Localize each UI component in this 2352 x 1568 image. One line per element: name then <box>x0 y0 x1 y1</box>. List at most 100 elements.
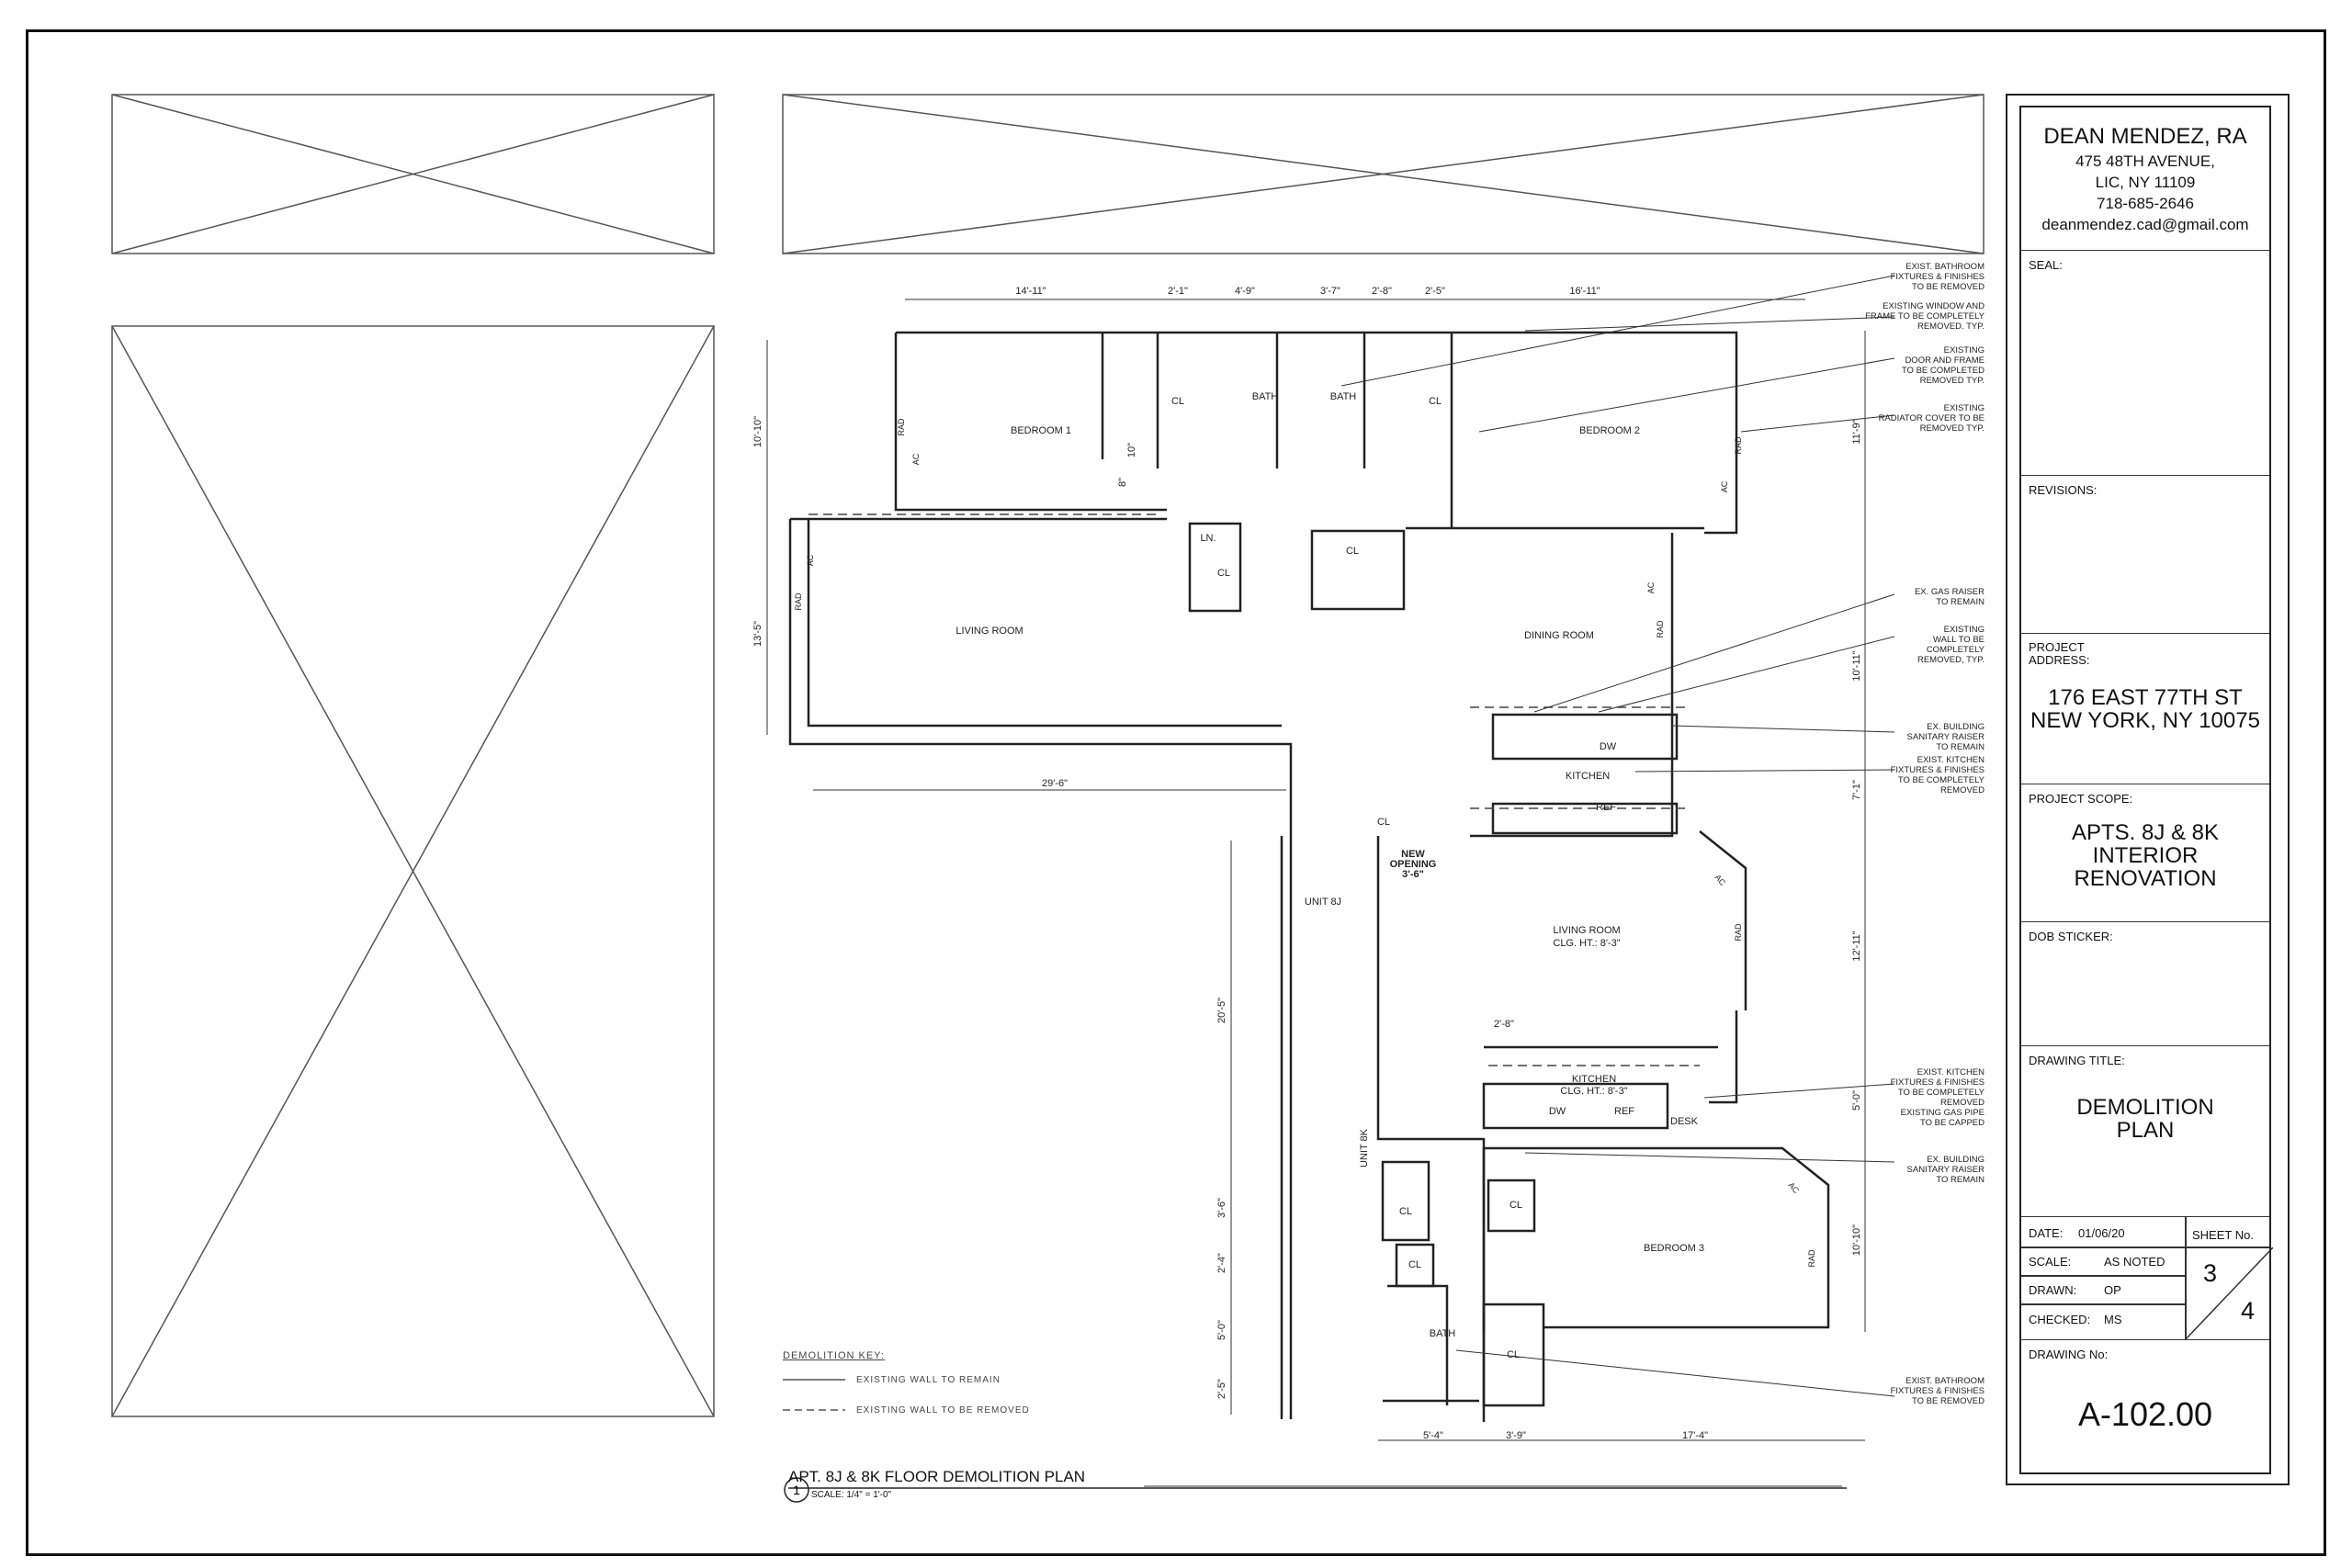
checked-value: MS <box>2104 1313 2122 1326</box>
project-scope-label: PROJECT SCOPE: <box>2029 792 2133 806</box>
demolition-walls <box>808 513 1700 1066</box>
room-kitchen-8k-clg: CLG. HT.: 8'-3" <box>1560 1086 1627 1097</box>
rad-tag: RAD <box>897 418 906 436</box>
sheet-border <box>26 29 2326 1556</box>
new-opening-2: OPENING <box>1390 859 1437 870</box>
room-bedroom-2: BEDROOM 2 <box>1579 425 1640 436</box>
demolition-key-title: DEMOLITION KEY: <box>783 1350 885 1361</box>
rad-tag: RAD <box>1807 1249 1816 1268</box>
architect-name: DEAN MENDEZ, RA <box>2043 124 2247 149</box>
dim-d20: 2'-4" <box>1216 1253 1227 1273</box>
dim-d7: 16'-11" <box>1569 286 1600 297</box>
note-6-l4: REMOVED, TYP. <box>1917 655 1984 665</box>
architect-address-1: 475 48TH AVENUE, <box>2075 152 2215 170</box>
note-8-l1: EXIST. KITCHEN <box>1917 755 1985 765</box>
dimension-texts: 14'-11" 2'-1" 4'-9" 3'-7" 2'-8" 2'-5" 16… <box>752 286 1862 1441</box>
sheet-info-section: DATE: 01/06/20 SHEET No. SCALE: AS NOTED… <box>2021 1217 2273 1340</box>
room-cl-1: CL <box>1171 396 1184 407</box>
room-kitchen-8k: KITCHEN <box>1572 1074 1616 1085</box>
ac-tag: AC <box>911 453 921 465</box>
note-7-l1: EX. BUILDING <box>1927 722 1984 732</box>
note-7-l2: SANITARY RAISER <box>1907 732 1985 742</box>
seal-label: SEAL: <box>2029 258 2063 272</box>
note-2-l3: REMOVED. TYP. <box>1917 321 1984 332</box>
room-bath-1: BATH <box>1252 391 1279 402</box>
dim-d2: 2'-1" <box>1168 286 1188 297</box>
note-3-l1: EXISTING <box>1944 345 1984 355</box>
date-value: 01/06/20 <box>2078 1226 2125 1240</box>
kitchen-8k-dw: DW <box>1549 1106 1566 1117</box>
plan-title: APT. 8J & 8K FLOOR DEMOLITION PLAN <box>788 1468 1086 1485</box>
kitchen-ref: REF <box>1596 802 1616 813</box>
drawn-label: DRAWN: <box>2029 1283 2077 1297</box>
room-cl-6: CL <box>1399 1206 1412 1217</box>
dim-d6: 2'-5" <box>1425 286 1445 297</box>
dim-d22: 2'-5" <box>1216 1379 1227 1399</box>
project-address-section: PROJECT ADDRESS: 176 EAST 77TH ST NEW YO… <box>2021 634 2269 784</box>
plan-number-circle <box>784 1477 809 1503</box>
room-cl-9: CL <box>1507 1349 1520 1360</box>
note-10-l3: TO REMAIN <box>1936 1175 1984 1185</box>
drawing-title-line-1: DEMOLITION <box>2076 1095 2214 1120</box>
note-3-l2: DOOR AND FRAME <box>1905 355 1984 366</box>
unit-8j-label: UNIT 8J <box>1305 897 1341 908</box>
project-address-label-2: ADDRESS: <box>2029 653 2090 667</box>
note-leaders <box>1340 275 1895 1397</box>
rad-tag: RAD <box>1656 620 1665 638</box>
revisions-label: REVISIONS: <box>2029 483 2098 497</box>
room-cl-5: CL <box>1377 817 1390 828</box>
scale-label: SCALE: <box>2029 1255 2072 1269</box>
kitchen-8k-desk: DESK <box>1670 1116 1699 1127</box>
dim-d12: 10'-11" <box>1851 650 1862 681</box>
rad-tag: RAD <box>794 592 803 611</box>
dim-d25: 17'-4" <box>1682 1430 1708 1441</box>
note-9-l2: FIXTURES & FINISHES <box>1891 1077 1984 1088</box>
drawing-number-label: DRAWING No: <box>2029 1348 2109 1361</box>
demolition-notes: EXIST. BATHROOM FIXTURES & FINISHES TO B… <box>1865 262 1985 1406</box>
note-10-l2: SANITARY RAISER <box>1907 1165 1985 1175</box>
room-labels: BEDROOM 1 BEDROOM 2 LIVING ROOM DINING R… <box>956 391 1704 1360</box>
sheet-number: 3 <box>2203 1259 2218 1287</box>
dim-d4: 3'-7" <box>1320 286 1340 297</box>
architect-block: DEAN MENDEZ, RA 475 48TH AVENUE, LIC, NY… <box>2021 107 2269 251</box>
dim-d11: 11'-9" <box>1851 419 1862 444</box>
dim-d17: 5'-0" <box>1851 1090 1862 1111</box>
ac-tag: AC <box>1786 1180 1801 1195</box>
room-ln: LN. <box>1200 533 1216 544</box>
dim-d24: 3'-9" <box>1506 1430 1526 1441</box>
architect-email: deanmendez.cad@gmail.com <box>2041 216 2249 233</box>
note-8-l2: FIXTURES & FINISHES <box>1891 765 1984 775</box>
note-5-l2: TO REMAIN <box>1936 597 1984 607</box>
scope-line-2: INTERIOR <box>2092 843 2199 868</box>
plan-scale: SCALE: 1/4" = 1'-0" <box>811 1490 892 1500</box>
rad-tag: RAD <box>1734 923 1743 942</box>
dim-d13: 7'-1" <box>1851 780 1862 800</box>
kitchen-8k-ref: REF <box>1614 1106 1634 1117</box>
dim-d5: 2'-8" <box>1372 286 1392 297</box>
new-opening-1: NEW <box>1401 849 1425 860</box>
rad-tag: RAD <box>1734 436 1743 455</box>
architect-address-2: LIC, NY 11109 <box>2095 174 2196 191</box>
room-dining: DINING ROOM <box>1524 630 1594 641</box>
note-9-l4: REMOVED <box>1940 1098 1984 1108</box>
ac-tag: AC <box>806 554 815 566</box>
note-10-l1: EX. BUILDING <box>1927 1155 1984 1165</box>
note-5-l1: EX. GAS RAISER <box>1915 587 1984 597</box>
plan-number: 1 <box>793 1483 800 1497</box>
architect-phone: 718-685-2646 <box>2097 195 2194 212</box>
note-9-l1: EXIST. KITCHEN <box>1917 1067 1985 1077</box>
ac-tag: AC <box>1713 873 1727 887</box>
room-cl-4: CL <box>1346 546 1359 557</box>
drawn-value: OP <box>2104 1283 2121 1297</box>
dim-d14: 12'-11" <box>1851 931 1862 961</box>
project-scope-section: PROJECT SCOPE: APTS. 8J & 8K INTERIOR RE… <box>2021 784 2269 922</box>
room-bath-2: BATH <box>1330 391 1357 402</box>
sheet-no-label: SHEET No. <box>2192 1228 2254 1242</box>
note-4-l3: REMOVED TYP. <box>1920 423 1984 434</box>
note-9-l5: EXISTING GAS PIPE <box>1901 1108 1984 1118</box>
room-cl-2: CL <box>1429 396 1442 407</box>
title-block-outer <box>2006 94 2290 1485</box>
note-11-l1: EXIST. BATHROOM <box>1905 1376 1984 1386</box>
room-living-8j: LIVING ROOM <box>956 626 1023 637</box>
room-bedroom-1: BEDROOM 1 <box>1011 425 1071 436</box>
